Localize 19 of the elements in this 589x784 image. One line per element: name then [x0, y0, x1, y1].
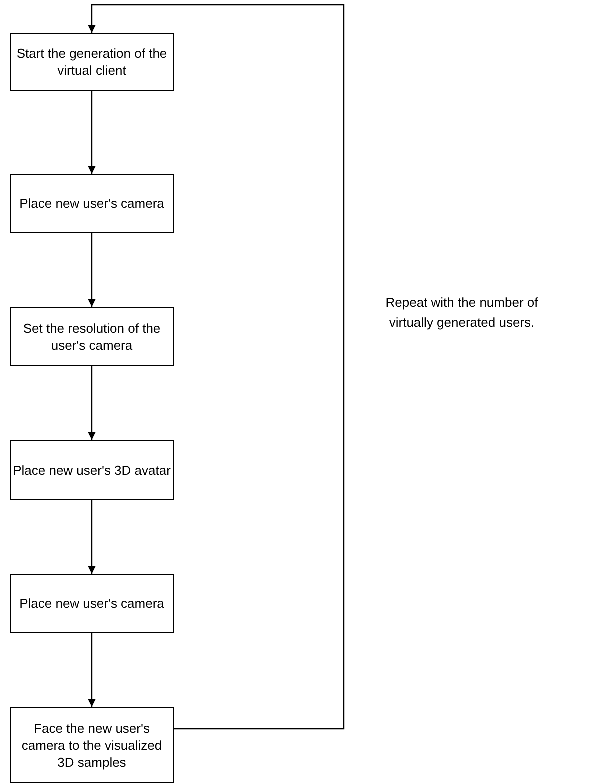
process-box	[10, 440, 174, 500]
box-text: Set the resolution of the user's camera	[22, 320, 162, 354]
process-box	[10, 174, 174, 233]
process-box	[10, 33, 174, 91]
arrow	[88, 91, 96, 174]
arrow	[88, 4, 345, 730]
note-text: Repeat with the number of virtually generated users.	[384, 294, 540, 332]
process-box	[10, 307, 174, 366]
box-text: Place new user's camera	[20, 595, 164, 612]
arrow	[88, 233, 96, 307]
arrow	[88, 366, 96, 440]
box-text: Place new user's 3D avatar	[13, 462, 171, 478]
process-box	[10, 574, 174, 633]
arrow	[88, 633, 96, 707]
arrow	[88, 500, 96, 574]
box-text: Face the new user's camera to the visualized 3D samples	[20, 720, 164, 770]
box-text: Start the generation of the virtual client	[16, 45, 168, 79]
box-text: Place new user's camera	[20, 195, 164, 212]
process-box	[10, 707, 174, 783]
